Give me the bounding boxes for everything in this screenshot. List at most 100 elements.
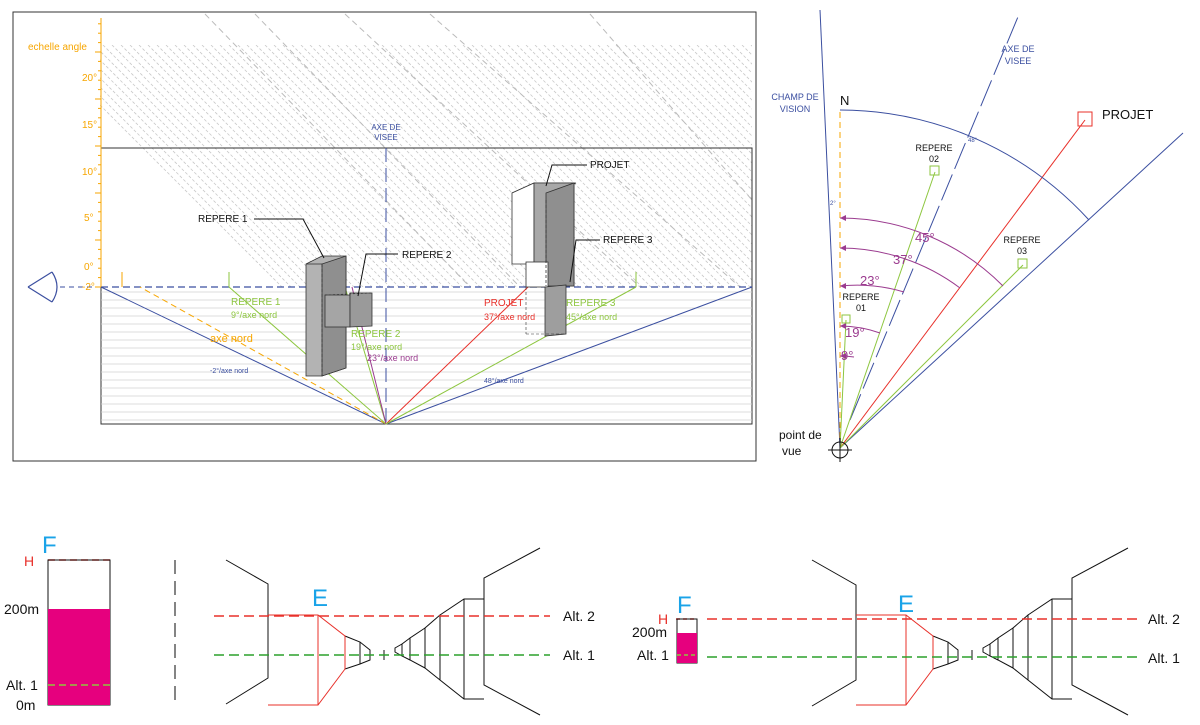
repere03-marker <box>1017 258 1028 269</box>
hatch-line <box>237 45 481 287</box>
gauge2-fill <box>677 633 697 663</box>
tunnel2-alt2-label: Alt. 2 <box>1148 611 1180 627</box>
hatch-line <box>651 45 752 146</box>
hatch-line <box>687 45 752 110</box>
hatch-line <box>100 77 310 287</box>
hatch-line <box>408 45 652 287</box>
axe-visee-label-1: AXE DE <box>371 123 400 132</box>
hatch-line <box>624 45 752 173</box>
hatch-line <box>462 45 706 287</box>
plan-axe-visee-label-1: AXE DE <box>1001 44 1034 54</box>
perspective-view-panel: echelle angle 20° 15° 10° 5° 0° -2° AXE … <box>12 11 1020 462</box>
sky-hatching <box>100 45 1020 287</box>
repere02-label-2: 02 <box>929 154 939 164</box>
vision-left-edge <box>819 9 841 449</box>
hatch-line <box>300 45 544 287</box>
hatch-line <box>597 45 752 200</box>
hatch-line <box>760 45 1002 287</box>
repere03-label-1: REPERE <box>1003 235 1040 245</box>
hatch-line <box>678 45 752 119</box>
label-projet: PROJET <box>484 298 523 309</box>
angle-9: 9° <box>841 348 853 363</box>
gauge-fill <box>48 609 110 705</box>
label-repere3-angle: 45°/axe nord <box>566 312 617 322</box>
ray-repere02 <box>839 171 936 449</box>
hatch-line <box>390 45 634 287</box>
angle-37: 37° <box>893 252 913 267</box>
inner-frame <box>100 147 753 425</box>
champ-vision-label-2: VISION <box>780 104 811 114</box>
gauge-label-200m: 200m <box>4 601 39 617</box>
ground-lines <box>101 291 752 421</box>
tunnel2-alt1-label: Alt. 1 <box>1148 650 1180 666</box>
callout-repere1: REPERE 1 <box>198 214 248 225</box>
repere01-marker <box>841 314 851 324</box>
repere01-label-2: 01 <box>856 303 866 313</box>
angle-19: 19° <box>845 325 865 340</box>
repere01-label-1: REPERE <box>842 292 879 302</box>
hatch-line <box>417 45 661 287</box>
hatch-line <box>498 45 742 287</box>
hatch-line <box>255 45 499 287</box>
hatch-line <box>100 104 283 287</box>
ray-repere03 <box>839 264 1024 449</box>
ray-repere01 <box>839 319 847 449</box>
plan-axe-visee <box>849 11 1021 421</box>
hatch-line <box>615 45 752 182</box>
sight-rays <box>100 286 753 425</box>
hatch-line <box>516 45 752 281</box>
angle-23: 23° <box>860 273 880 288</box>
tunnel1-alt1-label: Alt. 1 <box>563 647 595 663</box>
gauge-h-label: H <box>24 553 34 569</box>
plan-axe-visee-label-2: VISEE <box>1005 56 1032 66</box>
callout-lines <box>254 164 600 297</box>
label-repere2-extra: 23°/axe nord <box>367 353 418 363</box>
point-de-vue-label-2: vue <box>782 444 802 458</box>
axe-visee-label-2: VISEE <box>374 133 398 142</box>
hatch-line <box>264 45 508 287</box>
hatch-line <box>219 45 463 287</box>
hatch-line <box>156 45 400 287</box>
north-label: N <box>840 93 849 108</box>
hatch-line <box>426 45 670 287</box>
hatch-line <box>183 45 427 287</box>
plan-projet-label: PROJET <box>1102 107 1153 122</box>
hatch-line <box>642 45 752 155</box>
hatch-line <box>192 45 436 287</box>
callout-projet: PROJET <box>590 160 629 171</box>
hatch-line <box>201 45 445 287</box>
repere03-label-2: 03 <box>1017 246 1027 256</box>
hatch-line <box>210 45 454 287</box>
guide-diagonals <box>204 13 753 288</box>
hatch-line <box>778 45 1020 287</box>
hatch-line <box>660 45 752 137</box>
hatch-line <box>588 45 752 209</box>
hatch-line <box>147 45 391 287</box>
arc-48 <box>839 109 1090 221</box>
hatch-line <box>100 59 328 287</box>
label-right-edge: 48°/axe nord <box>484 377 524 385</box>
hatch-line <box>705 45 752 92</box>
hatch-line <box>129 45 373 287</box>
label-2: 2° <box>830 201 836 207</box>
gauge-label-0m: 0m <box>16 697 35 713</box>
hatch-line <box>435 45 679 287</box>
projet-marker <box>1077 111 1093 127</box>
hatch-line <box>769 45 1011 287</box>
hatch-line <box>471 45 715 287</box>
hatch-line <box>570 45 752 227</box>
tick-label-0: 0° <box>84 262 94 273</box>
gauge2-label-alt1: Alt. 1 <box>637 647 669 663</box>
label-48: 48° <box>968 138 978 144</box>
vision-right-edge <box>839 132 1184 449</box>
plan-view-panel: 48° 2° 45° 37° 23° 19° 9° AXE DE VISEE <box>771 9 1184 462</box>
hatch-line <box>741 45 752 56</box>
ray-projet <box>839 119 1086 449</box>
hatch-line <box>100 95 292 287</box>
hatch-line <box>633 45 752 164</box>
tick-label-minus2: -2° <box>82 282 95 293</box>
gauge2-f-letter: F <box>677 592 692 619</box>
tunnel1-alt2-label: Alt. 2 <box>563 608 595 624</box>
label-repere2-angle: 19°/axe nord <box>351 342 402 352</box>
